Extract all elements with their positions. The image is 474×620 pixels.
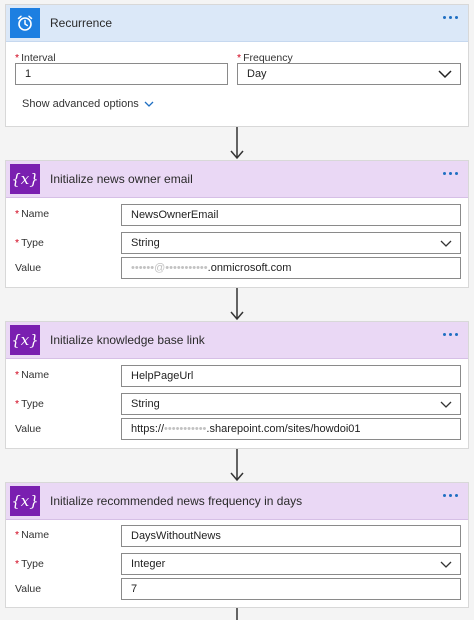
redacted-text: ••••••••••• <box>164 423 207 435</box>
variable-card-news-owner-email[interactable]: {x} Initialize news owner email *Name Ne… <box>5 160 469 288</box>
frequency-value: Day <box>247 68 267 80</box>
ellipsis-icon <box>443 494 446 497</box>
alarm-clock-icon <box>10 8 40 38</box>
type-value: Integer <box>131 558 166 570</box>
arrow-down-icon <box>230 288 244 321</box>
curly-brace-x-icon: {x} <box>10 164 40 194</box>
value-input[interactable]: 7 <box>121 578 461 600</box>
type-select[interactable]: Integer <box>121 553 461 575</box>
variable-header[interactable]: {x} Initialize recommended news frequenc… <box>6 483 468 520</box>
frequency-label: *Frequency <box>237 52 293 64</box>
name-label: *Name <box>15 529 50 541</box>
type-select[interactable]: String <box>121 232 461 254</box>
variable-card-news-frequency[interactable]: {x} Initialize recommended news frequenc… <box>5 482 469 608</box>
ellipsis-icon <box>443 16 446 19</box>
step-menu-button[interactable] <box>443 494 458 497</box>
type-label: *Type <box>15 237 44 249</box>
chevron-down-icon <box>440 401 452 408</box>
chevron-down-icon <box>144 101 154 107</box>
recurrence-menu-button[interactable] <box>443 16 458 19</box>
type-label: *Type <box>15 558 44 570</box>
variable-header[interactable]: {x} Initialize knowledge base link <box>6 322 468 359</box>
recurrence-card[interactable]: Recurrence *Interval 1 *Frequency Day Sh… <box>5 4 469 127</box>
step-title: Initialize recommended news frequency in… <box>50 494 303 508</box>
ellipsis-icon <box>443 172 446 175</box>
arrow-down-icon <box>230 449 244 482</box>
chevron-down-icon <box>440 561 452 568</box>
redacted-text: ••••••@••••••••••• <box>131 262 208 274</box>
step-title: Initialize news owner email <box>50 172 193 186</box>
value-label: Value <box>15 423 42 435</box>
arrow-down-icon <box>230 127 244 160</box>
curly-brace-x-icon: {x} <box>10 325 40 355</box>
type-label: *Type <box>15 398 44 410</box>
step-menu-button[interactable] <box>443 172 458 175</box>
chevron-down-icon <box>440 240 452 247</box>
name-input[interactable]: NewsOwnerEmail <box>121 204 461 226</box>
value-input[interactable]: https://•••••••••••.sharepoint.com/sites… <box>121 418 461 440</box>
value-input[interactable]: ••••••@•••••••••••.onmicrosoft.com <box>121 257 461 279</box>
value-label: Value <box>15 262 42 274</box>
show-advanced-options-link[interactable]: Show advanced options <box>22 98 154 110</box>
variable-header[interactable]: {x} Initialize news owner email <box>6 161 468 198</box>
step-menu-button[interactable] <box>443 333 458 336</box>
value-label: Value <box>15 583 42 595</box>
type-value: String <box>131 237 160 249</box>
name-input[interactable]: DaysWithoutNews <box>121 525 461 547</box>
name-label: *Name <box>15 208 50 220</box>
type-select[interactable]: String <box>121 393 461 415</box>
interval-label: *Interval <box>15 52 56 64</box>
recurrence-title: Recurrence <box>50 16 113 30</box>
name-input[interactable]: HelpPageUrl <box>121 365 461 387</box>
step-title: Initialize knowledge base link <box>50 333 205 347</box>
name-label: *Name <box>15 369 50 381</box>
connector-line <box>236 608 238 620</box>
variable-card-knowledge-base-link[interactable]: {x} Initialize knowledge base link *Name… <box>5 321 469 449</box>
recurrence-header[interactable]: Recurrence <box>6 5 468 42</box>
chevron-down-icon <box>438 70 452 79</box>
type-value: String <box>131 398 160 410</box>
ellipsis-icon <box>443 333 446 336</box>
curly-brace-x-icon: {x} <box>10 486 40 516</box>
frequency-select[interactable]: Day <box>237 63 461 85</box>
interval-input[interactable]: 1 <box>15 63 228 85</box>
